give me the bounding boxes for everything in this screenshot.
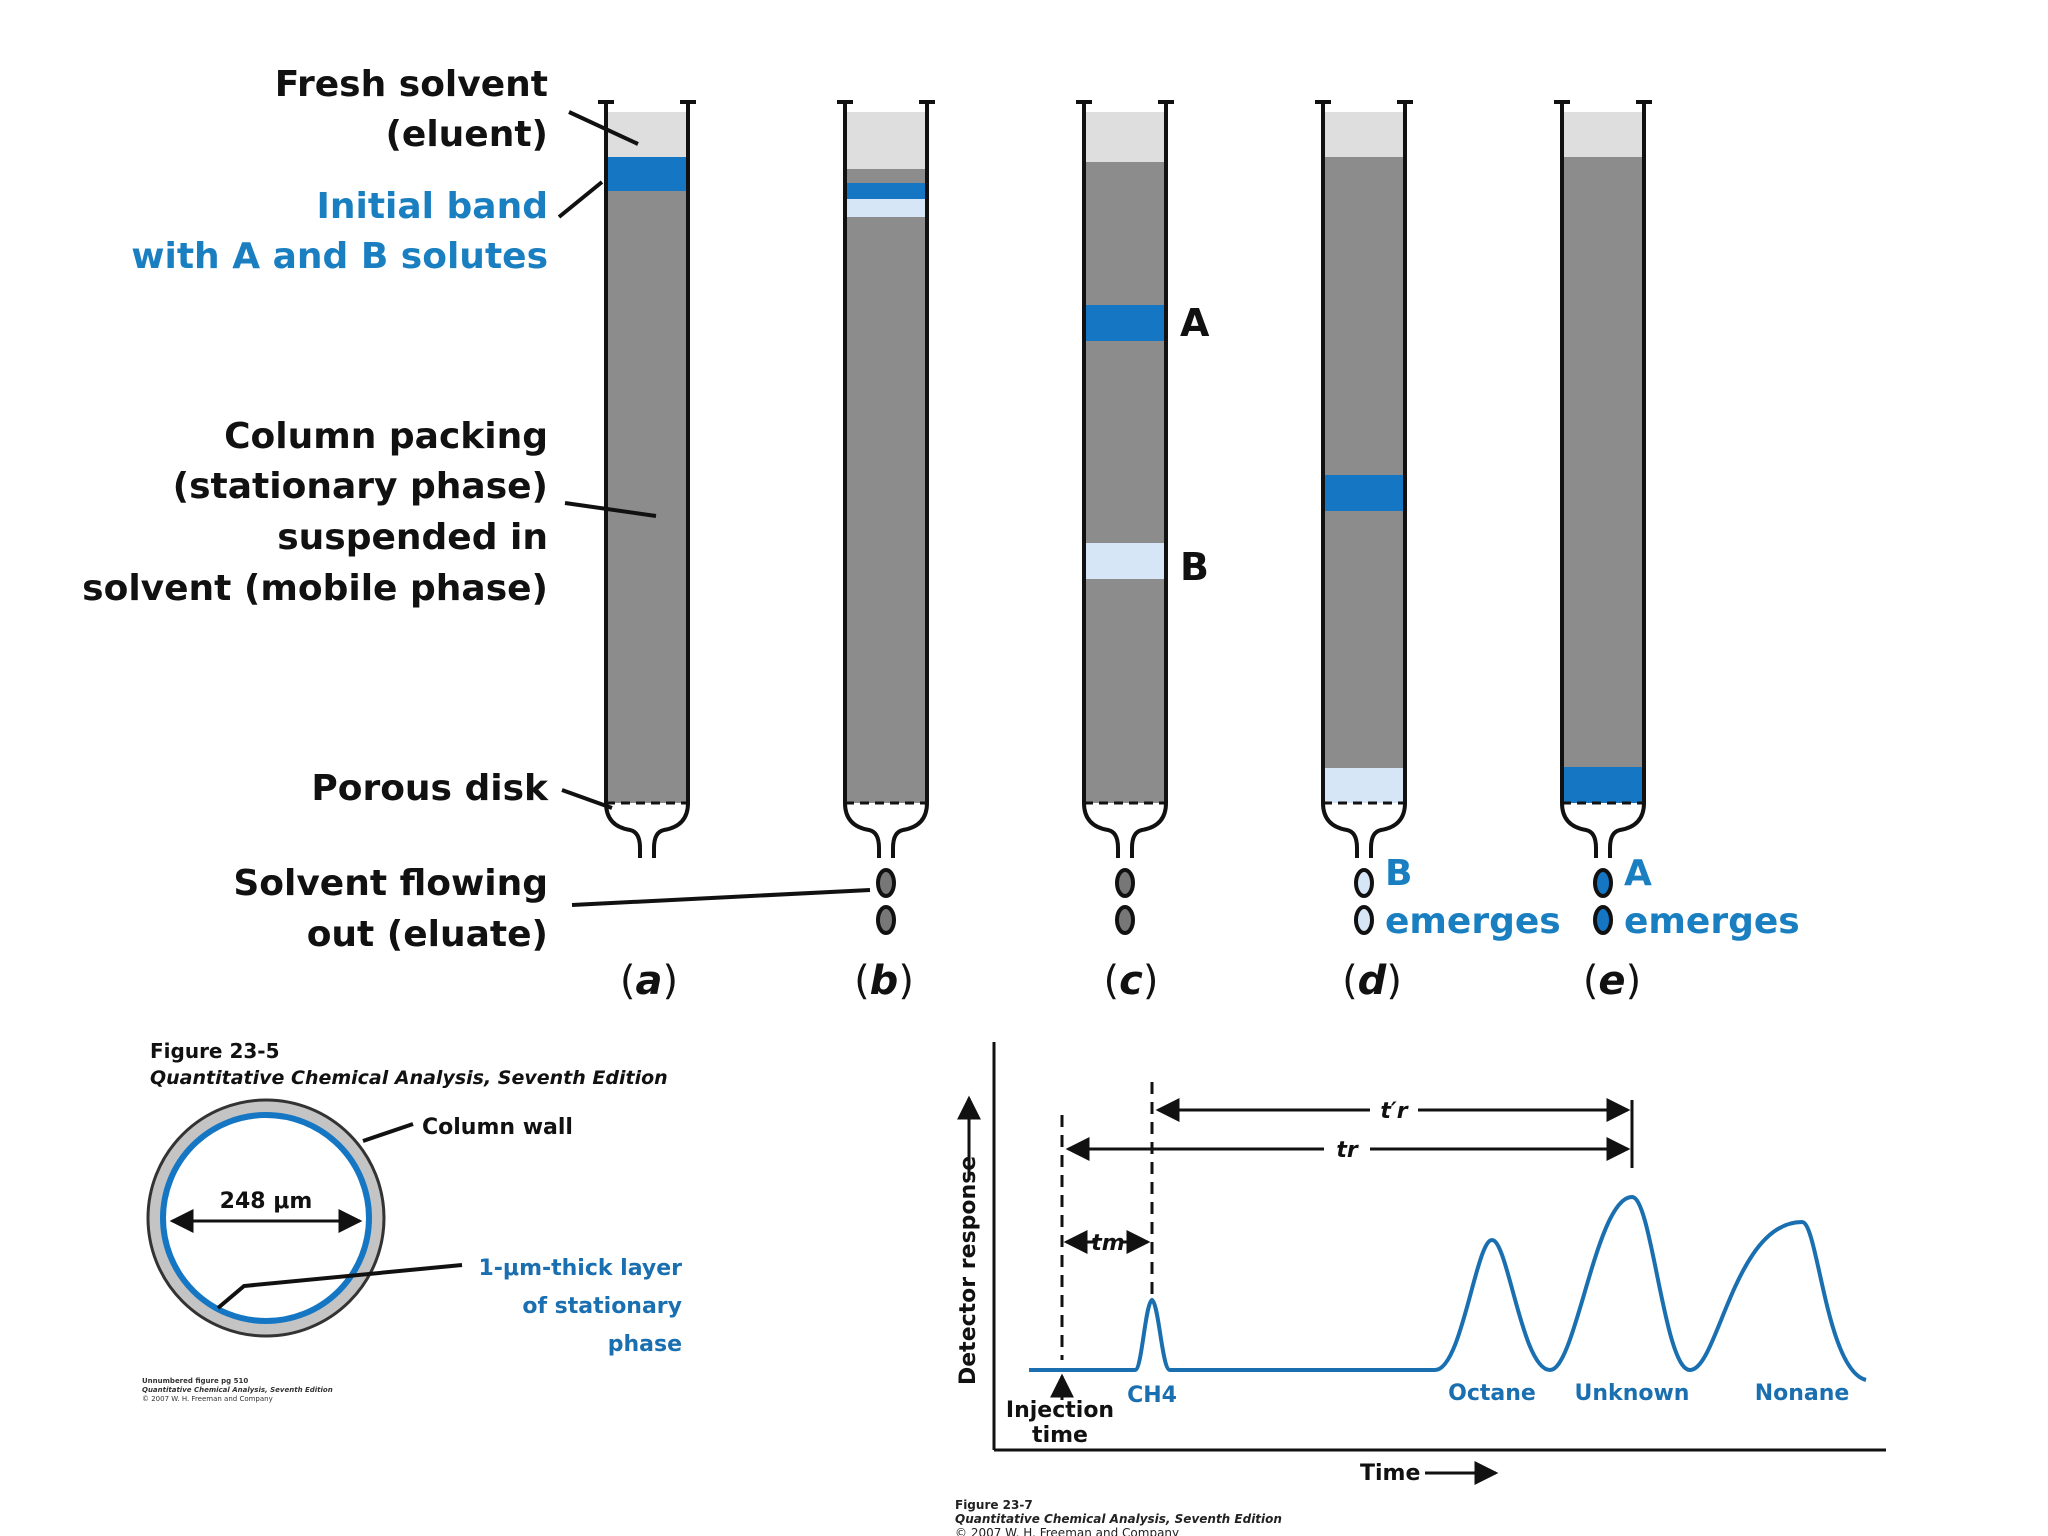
packing-region xyxy=(845,169,927,183)
column-tubes: A B B emerges xyxy=(598,100,1800,942)
label-packing-4: solvent (mobile phase) xyxy=(82,568,548,609)
packing-region xyxy=(1084,162,1166,803)
band-b xyxy=(1323,768,1405,803)
figure-23-5-credit: Figure 23-5 Quantitative Chemical Analys… xyxy=(150,1039,668,1089)
eluent-region xyxy=(1323,112,1405,157)
label-eluent: (eluent) xyxy=(385,114,548,155)
emerge-letter-b: B xyxy=(1385,853,1412,894)
band-a xyxy=(1562,767,1644,803)
label-packing-1: Column packing xyxy=(224,416,548,457)
eluate-drop xyxy=(876,905,896,935)
peak-label-octane: Octane xyxy=(1448,1381,1536,1406)
x-axis-label: Time xyxy=(1360,1461,1420,1486)
label-injection: Injection xyxy=(1006,1398,1114,1423)
t-m-label: tm xyxy=(1091,1231,1124,1256)
band-b xyxy=(845,199,927,217)
credit-2: Quantitative Chemical Analysis, Seventh … xyxy=(142,1386,333,1394)
diameter-label: 248 μm xyxy=(220,1189,313,1214)
column-labels: Fresh solvent (eluent) Initial band with… xyxy=(82,64,871,955)
label-initial-band: Initial band xyxy=(316,186,548,227)
column-e: A emerges xyxy=(1554,100,1800,942)
eluate-drop xyxy=(1593,868,1613,898)
label-eluate-2: out (eluate) xyxy=(307,914,548,955)
band-label-b: B xyxy=(1180,545,1209,589)
band-b xyxy=(1084,543,1166,579)
caption-b: (b) xyxy=(854,958,914,1004)
chromatogram-trace xyxy=(1029,1194,1867,1382)
label-layer-1: 1-μm-thick layer xyxy=(478,1256,682,1281)
emerge-word-b: emerges xyxy=(1385,901,1561,942)
band-a xyxy=(1323,475,1405,511)
eluate-drop xyxy=(1115,868,1135,898)
initial-band xyxy=(606,157,688,191)
t-r-prime-label: t′r xyxy=(1380,1099,1408,1124)
leader-packing xyxy=(564,501,657,518)
label-eluate-1: Solvent flowing xyxy=(233,863,548,904)
label-column-wall: Column wall xyxy=(422,1115,573,1140)
eluent-region xyxy=(845,112,927,169)
caption-e: (e) xyxy=(1583,958,1641,1004)
label-layer-2: of stationary xyxy=(522,1294,682,1319)
column-c: A B xyxy=(1076,100,1210,935)
emerge-word-a: emerges xyxy=(1624,901,1800,942)
label-injection-time: time xyxy=(1032,1423,1088,1448)
eluate-drop xyxy=(1354,905,1374,935)
peak-label-unknown: Unknown xyxy=(1575,1381,1690,1406)
column-b xyxy=(837,100,935,935)
figure-number: Figure 23-5 xyxy=(150,1039,280,1063)
band-a xyxy=(1084,305,1166,341)
caption-c: (c) xyxy=(1104,958,1159,1004)
leader-column-wall xyxy=(362,1122,414,1143)
label-packing-2: (stationary phase) xyxy=(173,466,548,507)
stationary-layer-ring xyxy=(160,1112,372,1324)
credit-3: © 2007 W. H. Freeman and Company xyxy=(142,1395,273,1403)
caption-a: (a) xyxy=(620,958,678,1004)
credit-1: Unnumbered figure pg 510 xyxy=(142,1377,248,1385)
figure-23-7-book: Quantitative Chemical Analysis, Seventh … xyxy=(955,1512,1282,1526)
leader-initial-band xyxy=(557,180,604,219)
packing-region xyxy=(1562,157,1644,767)
leader-eluate xyxy=(571,888,871,907)
column-a xyxy=(598,100,696,858)
cross-section: 248 μm Column wall 1-μm-thick layer of s… xyxy=(142,1098,682,1403)
band-a xyxy=(845,183,927,199)
chromatogram: Detector response Time t′r tr tm Injecti… xyxy=(955,1042,1886,1536)
emerge-letter-a: A xyxy=(1624,853,1652,894)
peak-label-ch4: CH4 xyxy=(1127,1383,1177,1408)
figure-book: Quantitative Chemical Analysis, Seventh … xyxy=(150,1067,668,1089)
label-packing-3: suspended in xyxy=(277,517,548,558)
label-porous-disk: Porous disk xyxy=(311,768,549,809)
figure-23-7-number: Figure 23-7 xyxy=(955,1498,1033,1512)
peak-label-nonane: Nonane xyxy=(1755,1381,1850,1406)
leader-porous-disk xyxy=(561,788,613,810)
packing-region xyxy=(845,217,927,803)
panel-captions: (a) (b) (c) (d) (e) xyxy=(620,958,1641,1004)
packing-region xyxy=(606,191,688,803)
label-fresh-solvent: Fresh solvent xyxy=(275,64,548,105)
column-d: B emerges xyxy=(1315,100,1561,942)
figure-23-7-credit: © 2007 W. H. Freeman and Company xyxy=(955,1526,1179,1536)
t-r-label: tr xyxy=(1336,1138,1359,1163)
band-label-a: A xyxy=(1180,301,1210,345)
caption-d: (d) xyxy=(1342,958,1402,1004)
label-initial-band-2: with A and B solutes xyxy=(131,236,548,277)
eluate-drop xyxy=(1115,905,1135,935)
leader-stationary-layer xyxy=(216,1263,463,1310)
eluate-drop xyxy=(1593,905,1613,935)
leader-fresh-solvent xyxy=(568,110,639,146)
eluent-region xyxy=(1562,112,1644,157)
y-axis-label: Detector response xyxy=(956,1156,981,1385)
eluent-region xyxy=(1084,112,1166,162)
label-layer-3: phase xyxy=(608,1332,682,1357)
eluate-drop xyxy=(1354,868,1374,898)
eluate-drop xyxy=(876,868,896,898)
